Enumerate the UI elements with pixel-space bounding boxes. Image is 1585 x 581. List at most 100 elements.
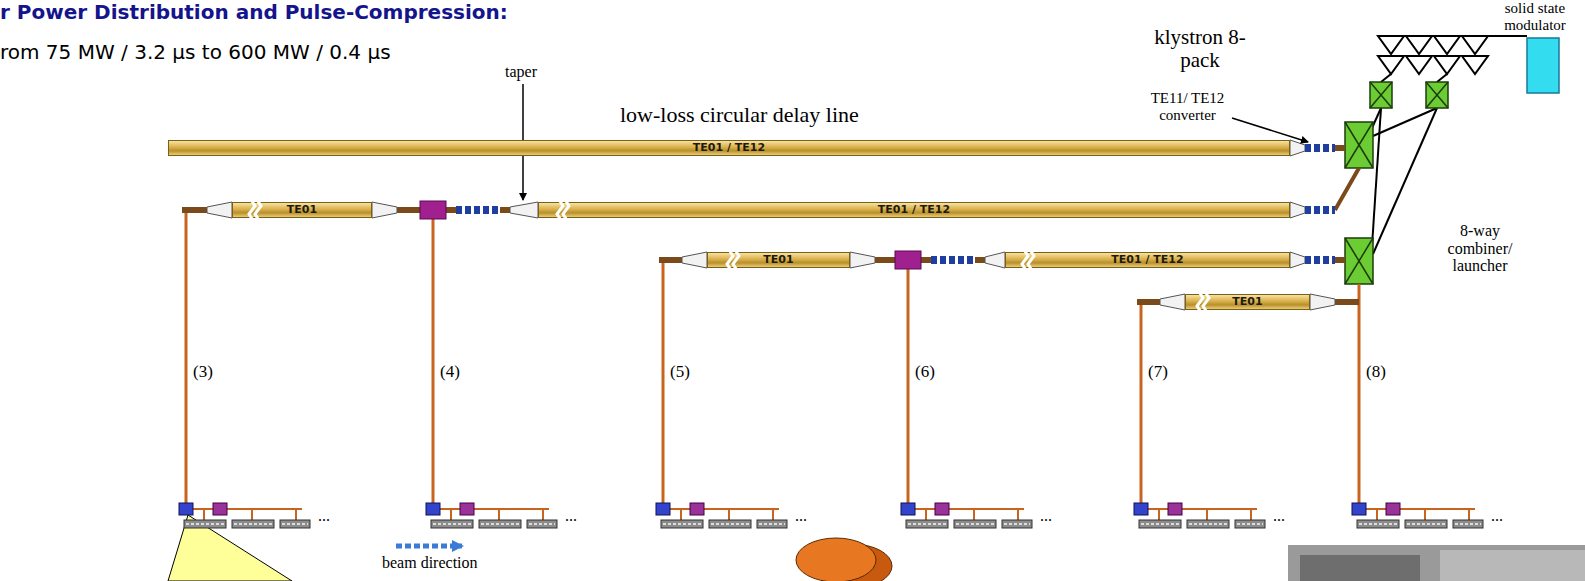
hybrid-boxes [1345, 82, 1448, 284]
structure-cells [956, 523, 994, 525]
waveguide-stub [500, 207, 510, 213]
feed-drop [680, 509, 682, 520]
combiner-box [1345, 122, 1373, 168]
structure-cells [1407, 523, 1445, 525]
hybrid-box [1386, 503, 1400, 515]
tap-off-box [420, 201, 446, 219]
tube-label: TE01 / TE12 [693, 142, 765, 154]
callout-number: (4) [440, 362, 460, 382]
accelerator-structure [954, 520, 996, 528]
subtitle: rom 75 MW / 3.2 μs to 600 MW / 0.4 μs [0, 40, 391, 64]
structure-cells [186, 523, 224, 525]
accelerator-structure [1139, 520, 1181, 528]
load-box [426, 503, 440, 515]
structure-picture [796, 538, 876, 581]
component-label: 8-way combiner/ launcher [1440, 222, 1520, 275]
accelerator-structure [709, 520, 751, 528]
combiner-cross [1345, 238, 1373, 284]
callout-number: (3) [193, 362, 213, 382]
feed-manifold [193, 508, 302, 510]
break-mark [249, 198, 255, 222]
feed-pipes [186, 213, 1359, 503]
hybrid-box [935, 503, 949, 515]
component-label: beam direction [382, 553, 478, 572]
continuation-dots: ... [565, 506, 577, 525]
combiner-cross [1345, 238, 1373, 284]
waveguide-tube: TE01 / TE12 [168, 140, 1290, 156]
component-label: taper [505, 62, 537, 81]
structure-cells [1141, 523, 1179, 525]
callout-triangle [168, 515, 292, 581]
break-mark [727, 248, 733, 272]
accelerator-structure [479, 520, 521, 528]
feed-drop [542, 509, 544, 520]
tap-off-box [895, 251, 921, 269]
component-label: solid state modulator [1490, 0, 1580, 33]
mode-converter [1305, 144, 1335, 152]
waveguide-bend [1335, 168, 1359, 210]
mode-converter [456, 206, 500, 214]
hybrid-box [690, 503, 704, 515]
break-mark [1203, 290, 1209, 314]
callout-number: (5) [670, 362, 690, 382]
structure-cells [759, 523, 785, 525]
taper-cone [682, 252, 707, 268]
feed-drop [1250, 509, 1252, 520]
hybrid-cross [1426, 82, 1448, 108]
feed-pipe [1140, 305, 1143, 503]
load-box [656, 503, 670, 515]
accelerator-structure [661, 520, 703, 528]
accelerator-structure [906, 520, 948, 528]
taper-cone [985, 252, 1005, 268]
structure-cells [433, 523, 471, 525]
accelerator-structure [232, 520, 274, 528]
hybrid-cross [1370, 82, 1392, 108]
structure-cells [711, 523, 749, 525]
feed-line [1373, 108, 1437, 254]
feed-pipe [662, 263, 665, 503]
klystron-symbol [1462, 56, 1488, 74]
beam-arrow [396, 544, 462, 549]
structure-cells [481, 523, 519, 525]
waveguide-tube: TE01 [1185, 294, 1310, 310]
feed-drop [251, 509, 253, 520]
load-box [1134, 503, 1148, 515]
break-mark [733, 248, 739, 272]
component-label: klystron 8-pack [1150, 26, 1250, 72]
taper-cone [510, 202, 538, 218]
feed-pipe [432, 219, 435, 503]
accelerator-structure [1453, 520, 1483, 528]
hybrid-cross [1370, 82, 1392, 108]
feed-manifold [670, 508, 779, 510]
waveguide-stub [397, 207, 420, 213]
structure-cells [234, 523, 272, 525]
feed-drop [1468, 509, 1470, 520]
feed-drop [1017, 509, 1019, 520]
feed-drop [1158, 509, 1160, 520]
klystron-symbol [1378, 36, 1404, 54]
accelerator-structure [1357, 520, 1399, 528]
accelerator-sections [179, 503, 1483, 528]
continuation-dots: ... [1040, 506, 1052, 525]
feed-drop [498, 509, 500, 520]
break-mark [1028, 248, 1034, 272]
callout-number: (7) [1148, 362, 1168, 382]
break-mark [255, 198, 261, 222]
feed-drop [450, 509, 452, 520]
feed-manifold [915, 508, 1024, 510]
taper-cone [850, 252, 875, 268]
tube-label: TE01 [287, 204, 317, 216]
tube-label: TE01 / TE12 [878, 204, 950, 216]
accelerator-structure [184, 520, 226, 528]
feed-line [1381, 74, 1391, 82]
hybrid-box [460, 503, 474, 515]
callout-number: (8) [1366, 362, 1386, 382]
waveguide-stub [875, 257, 895, 263]
taper-cones [207, 140, 1335, 310]
structure-cells [663, 523, 701, 525]
hybrid-cross [1426, 82, 1448, 108]
feed-drop [925, 509, 927, 520]
break-mark [1197, 290, 1203, 314]
